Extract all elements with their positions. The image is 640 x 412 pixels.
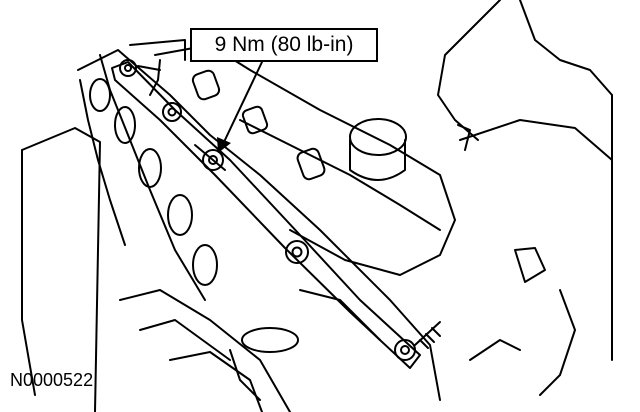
manifold-flange	[111, 61, 421, 369]
manifold-runners	[77, 49, 441, 412]
bolt-3-icon	[202, 149, 224, 171]
torque-value-text: 9 Nm (80 lb-in)	[214, 33, 354, 56]
torque-callout-label: 9 Nm (80 lb-in)	[190, 28, 378, 62]
bolt-5-icon	[394, 321, 441, 361]
bolt-1-icon	[119, 59, 161, 77]
engine-block-outline	[21, 0, 613, 412]
figure-reference-code: N0000522	[10, 370, 94, 390]
bolt-2-icon	[162, 102, 182, 122]
callout-arrow	[223, 61, 263, 143]
bolt-4-icon	[285, 240, 309, 264]
callout-arrowhead	[217, 137, 231, 153]
